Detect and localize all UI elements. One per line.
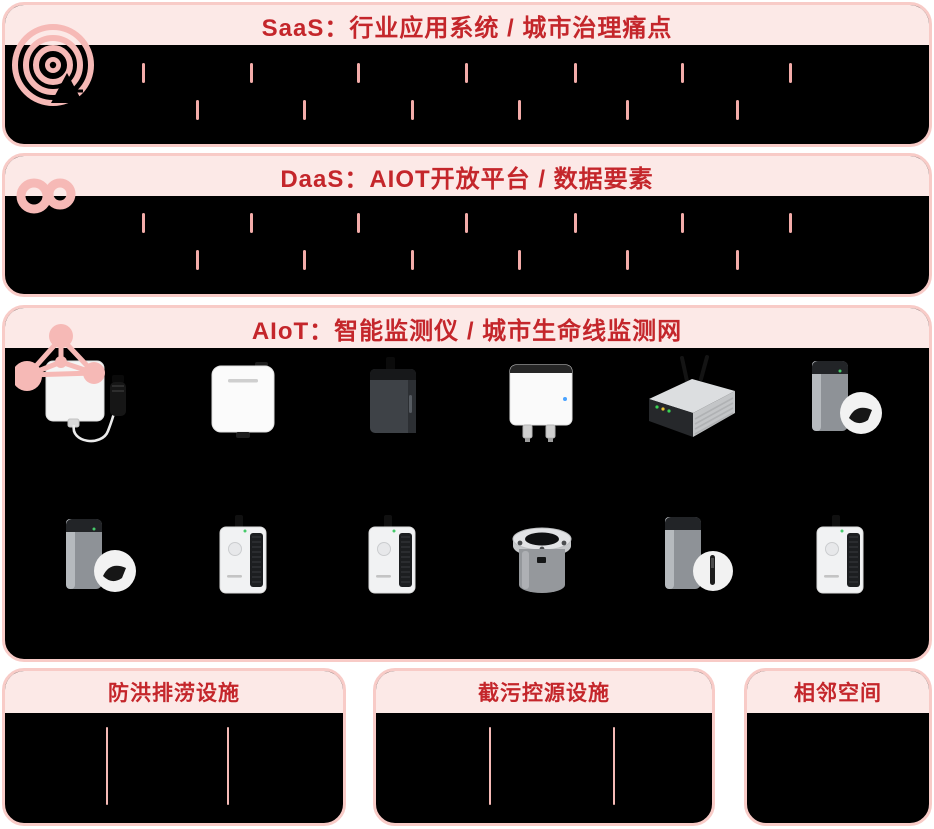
item-separator — [196, 100, 199, 120]
column-divider — [489, 727, 491, 805]
aiot-title: AIoT：智能监测仪 / 城市生命线监测网 — [5, 308, 929, 348]
panel-aiot: AIoT：智能监测仪 / 城市生命线监测网 — [2, 305, 932, 662]
device-white-monitor — [322, 510, 462, 605]
item-separator — [626, 100, 629, 120]
item-separator — [142, 213, 145, 233]
column-divider — [106, 727, 108, 805]
column-divider — [613, 727, 615, 805]
panel-flood-control: 防洪排涝设施 — [2, 668, 346, 826]
item-separator — [681, 213, 684, 233]
device-cylinder-well-sensor — [472, 510, 612, 605]
item-separator — [574, 213, 577, 233]
item-separator — [736, 100, 739, 120]
aiot-device-row-2 — [5, 510, 929, 605]
item-separator — [789, 213, 792, 233]
sewage-title: 截污控源设施 — [376, 671, 712, 713]
adjacent-title: 相邻空间 — [747, 671, 929, 713]
item-separator — [196, 250, 199, 270]
device-tower-probe-badge — [621, 510, 761, 605]
device-tower-sensor-badge — [770, 352, 910, 447]
item-separator — [303, 100, 306, 120]
saas-title: SaaS：行业应用系统 / 城市治理痛点 — [5, 5, 929, 45]
item-separator — [250, 213, 253, 233]
item-separator — [303, 250, 306, 270]
item-separator — [736, 250, 739, 270]
item-separator — [357, 63, 360, 83]
column-divider — [227, 727, 229, 805]
item-separator — [250, 63, 253, 83]
flood-title: 防洪排涝设施 — [5, 671, 343, 713]
item-separator — [411, 250, 414, 270]
item-separator — [518, 100, 521, 120]
item-separator — [142, 63, 145, 83]
item-separator — [411, 100, 414, 120]
item-separator — [465, 63, 468, 83]
panel-daas: DaaS：AIOT开放平台 / 数据要素 — [2, 153, 932, 297]
item-separator — [681, 63, 684, 83]
panel-adjacent-space: 相邻空间 — [744, 668, 932, 826]
device-dark-sensor-box — [322, 352, 462, 447]
device-wall-mount-sensor — [24, 352, 164, 447]
device-white-controller — [472, 352, 612, 447]
device-antenna-router — [621, 352, 761, 447]
device-tower-sensor-badge — [24, 510, 164, 605]
item-separator — [357, 213, 360, 233]
aiot-device-row-1 — [5, 352, 929, 447]
item-separator — [626, 250, 629, 270]
device-white-monitor — [173, 510, 313, 605]
daas-title: DaaS：AIOT开放平台 / 数据要素 — [5, 156, 929, 196]
panel-sewage-control: 截污控源设施 — [373, 668, 715, 826]
panel-saas: SaaS：行业应用系统 / 城市治理痛点 — [2, 2, 932, 147]
item-separator — [574, 63, 577, 83]
item-separator — [465, 213, 468, 233]
item-separator — [518, 250, 521, 270]
device-white-monitor — [770, 510, 910, 605]
device-flat-gateway — [173, 352, 313, 447]
item-separator — [789, 63, 792, 83]
